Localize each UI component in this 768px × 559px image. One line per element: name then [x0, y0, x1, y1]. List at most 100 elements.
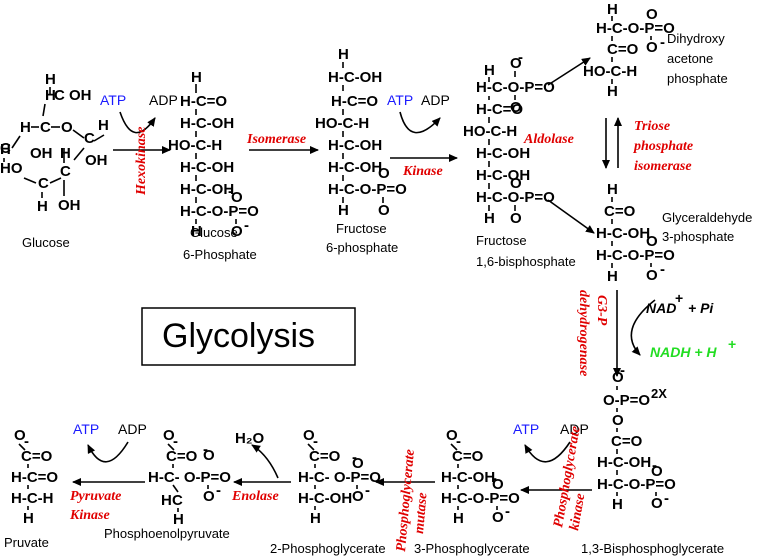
- svg-text:-: -: [456, 433, 461, 450]
- aldolase-arrow-to-g3p: [547, 199, 595, 234]
- water-curved-arrow: [251, 444, 279, 479]
- svg-text:H: H: [161, 492, 172, 509]
- svg-text:H: H: [607, 181, 618, 198]
- svg-text:HO-C-H: HO-C-H: [168, 137, 222, 154]
- svg-text:C=O: C=O: [607, 41, 639, 58]
- svg-text:-: -: [365, 482, 370, 499]
- svg-text:O: O: [646, 233, 658, 250]
- svg-text:H-C-OH: H-C-OH: [476, 145, 530, 162]
- svg-text:H: H: [45, 87, 56, 104]
- svg-text:H-C-OH: H-C-OH: [441, 469, 495, 486]
- svg-text:H-C-O-P=O: H-C-O-P=O: [596, 20, 675, 37]
- fructose-1-6-bisphosphate-structure: O - H-C-O-P=O O H H-C=O HO-C-H H-C-OH H-…: [463, 49, 555, 227]
- svg-text:H-C-O-P=O: H-C-O-P=O: [476, 189, 555, 206]
- svg-text:H-C-O-P=O: H-C-O-P=O: [476, 79, 555, 96]
- svg-text:H: H: [0, 141, 11, 158]
- g6p-label-line1: Glucose: [190, 225, 238, 240]
- f16bp-label-line2: 1,6-bisphosphate: [476, 254, 576, 269]
- bpg13-label: 1,3-Bisphosphoglycerate: [581, 541, 724, 556]
- atp-label-2: ATP: [387, 92, 413, 108]
- g3pdh-label-line1: G3-P: [594, 295, 609, 326]
- adp-atp-curved-arrow-4: [87, 441, 129, 463]
- svg-text:O: O: [61, 119, 73, 136]
- svg-text:-: -: [652, 457, 657, 474]
- svg-text:O: O: [378, 165, 390, 182]
- pyruvate-structure: O - C=O H-C=O H-C-H H: [11, 427, 58, 527]
- svg-text:H-C=O: H-C=O: [11, 469, 58, 486]
- svg-text:O: O: [612, 412, 624, 429]
- svg-text:H: H: [60, 145, 71, 162]
- svg-text:C: C: [0, 140, 11, 157]
- svg-text:OH: OH: [30, 145, 53, 162]
- svg-text:H: H: [20, 119, 31, 136]
- svg-text:-: -: [244, 217, 249, 234]
- pgm-label-line2: mutase: [412, 492, 431, 534]
- svg-text:C=O: C=O: [452, 448, 484, 465]
- svg-text:H-C-O-P=O: H-C-O-P=O: [180, 203, 259, 220]
- g3pdh-label-line2: dehydrogenase: [576, 290, 591, 376]
- times-two-label: 2X: [651, 386, 667, 401]
- dhap-label-line3: phosphate: [667, 71, 728, 86]
- svg-text:H-C-OH: H-C-OH: [476, 167, 530, 184]
- svg-text:H: H: [338, 202, 349, 219]
- g3p-structure: H C=O H-C-OH H-C-O-P=O O O - H: [596, 181, 675, 285]
- svg-text:-: -: [24, 433, 29, 450]
- svg-text:O: O: [231, 223, 243, 240]
- aldolase-label: Aldolase: [523, 132, 574, 147]
- svg-text:O: O: [352, 488, 364, 505]
- nad-label: NAD: [646, 300, 676, 316]
- g6p-label-line2: 6-Phosphate: [183, 247, 257, 262]
- tpi-label-line3: isomerase: [634, 159, 692, 174]
- svg-text:H-C-OH: H-C-OH: [328, 137, 382, 154]
- svg-text:-: -: [228, 183, 233, 200]
- bpg13-structure: O - O-P=O O C=O H-C-OH H-C-O-P=O O - O -…: [597, 362, 676, 513]
- svg-text:O: O: [646, 6, 658, 23]
- nad-curved-arrow: [630, 299, 656, 356]
- svg-text:H: H: [191, 69, 202, 86]
- svg-text:H-C-OH: H-C-OH: [180, 181, 234, 198]
- svg-text:C: C: [40, 119, 51, 136]
- svg-text:O: O: [510, 55, 522, 72]
- 3-phosphoglycerate-structure: O - C=O H-C-OH H-C-O-P=O O - O - H: [441, 427, 520, 527]
- svg-text:H: H: [173, 511, 184, 528]
- dhap-label-line1: Dihydroxy: [667, 31, 725, 46]
- page-title: Glycolysis: [162, 317, 315, 355]
- svg-text:-: -: [620, 362, 625, 379]
- dhap-label-line2: acetone: [667, 51, 713, 66]
- svg-text:OH: OH: [58, 197, 81, 214]
- svg-text:HO-C-H: HO-C-H: [583, 63, 637, 80]
- svg-text:H: H: [98, 117, 109, 134]
- svg-text:H-C- O-P=O: H-C- O-P=O: [148, 469, 231, 486]
- svg-text:C=O: C=O: [604, 203, 636, 220]
- glucose-structure: H C OH H H C O C OH HO C H C OH H C H OH…: [0, 71, 109, 215]
- atp-label-4: ATP: [73, 421, 99, 437]
- svg-text:O: O: [510, 175, 522, 192]
- svg-text:O: O: [231, 189, 243, 206]
- pi-label: + Pi: [688, 300, 714, 316]
- atp-label-1: ATP: [100, 92, 126, 108]
- svg-text:H-C-OH: H-C-OH: [298, 490, 352, 507]
- glucose-label: Glucose: [22, 235, 70, 250]
- nadh-label: NADH + H: [650, 344, 717, 360]
- svg-text:O: O: [163, 427, 175, 444]
- svg-text:H-C-OH: H-C-OH: [180, 159, 234, 176]
- f16bp-label-line1: Fructose: [476, 233, 527, 248]
- svg-text:HO-C-H: HO-C-H: [463, 123, 517, 140]
- svg-text:H: H: [23, 510, 34, 527]
- kinase-label: Kinase: [402, 164, 443, 179]
- svg-text:C=O: C=O: [309, 448, 341, 465]
- tpi-label-line2: phosphate: [633, 139, 693, 154]
- svg-text:O: O: [203, 488, 215, 505]
- svg-text:O: O: [646, 39, 658, 56]
- svg-text:H-C-OH: H-C-OH: [597, 454, 651, 471]
- phosphoenolpyruvate-structure: O - C=O H-C- O-P=O O - O - C H H: [148, 427, 231, 528]
- svg-text:OH: OH: [85, 152, 108, 169]
- svg-text:H: H: [37, 198, 48, 215]
- enolase-label: Enolase: [231, 489, 279, 504]
- svg-text:C=O: C=O: [21, 448, 53, 465]
- dhap-structure: H H-C-O-P=O O O - C=O HO-C-H H: [583, 1, 675, 100]
- svg-text:H-C-O-P=O: H-C-O-P=O: [328, 181, 407, 198]
- nad-plus-superscript: +: [675, 290, 683, 306]
- svg-text:H-C-H: H-C-H: [11, 490, 54, 507]
- svg-text:O: O: [646, 267, 658, 284]
